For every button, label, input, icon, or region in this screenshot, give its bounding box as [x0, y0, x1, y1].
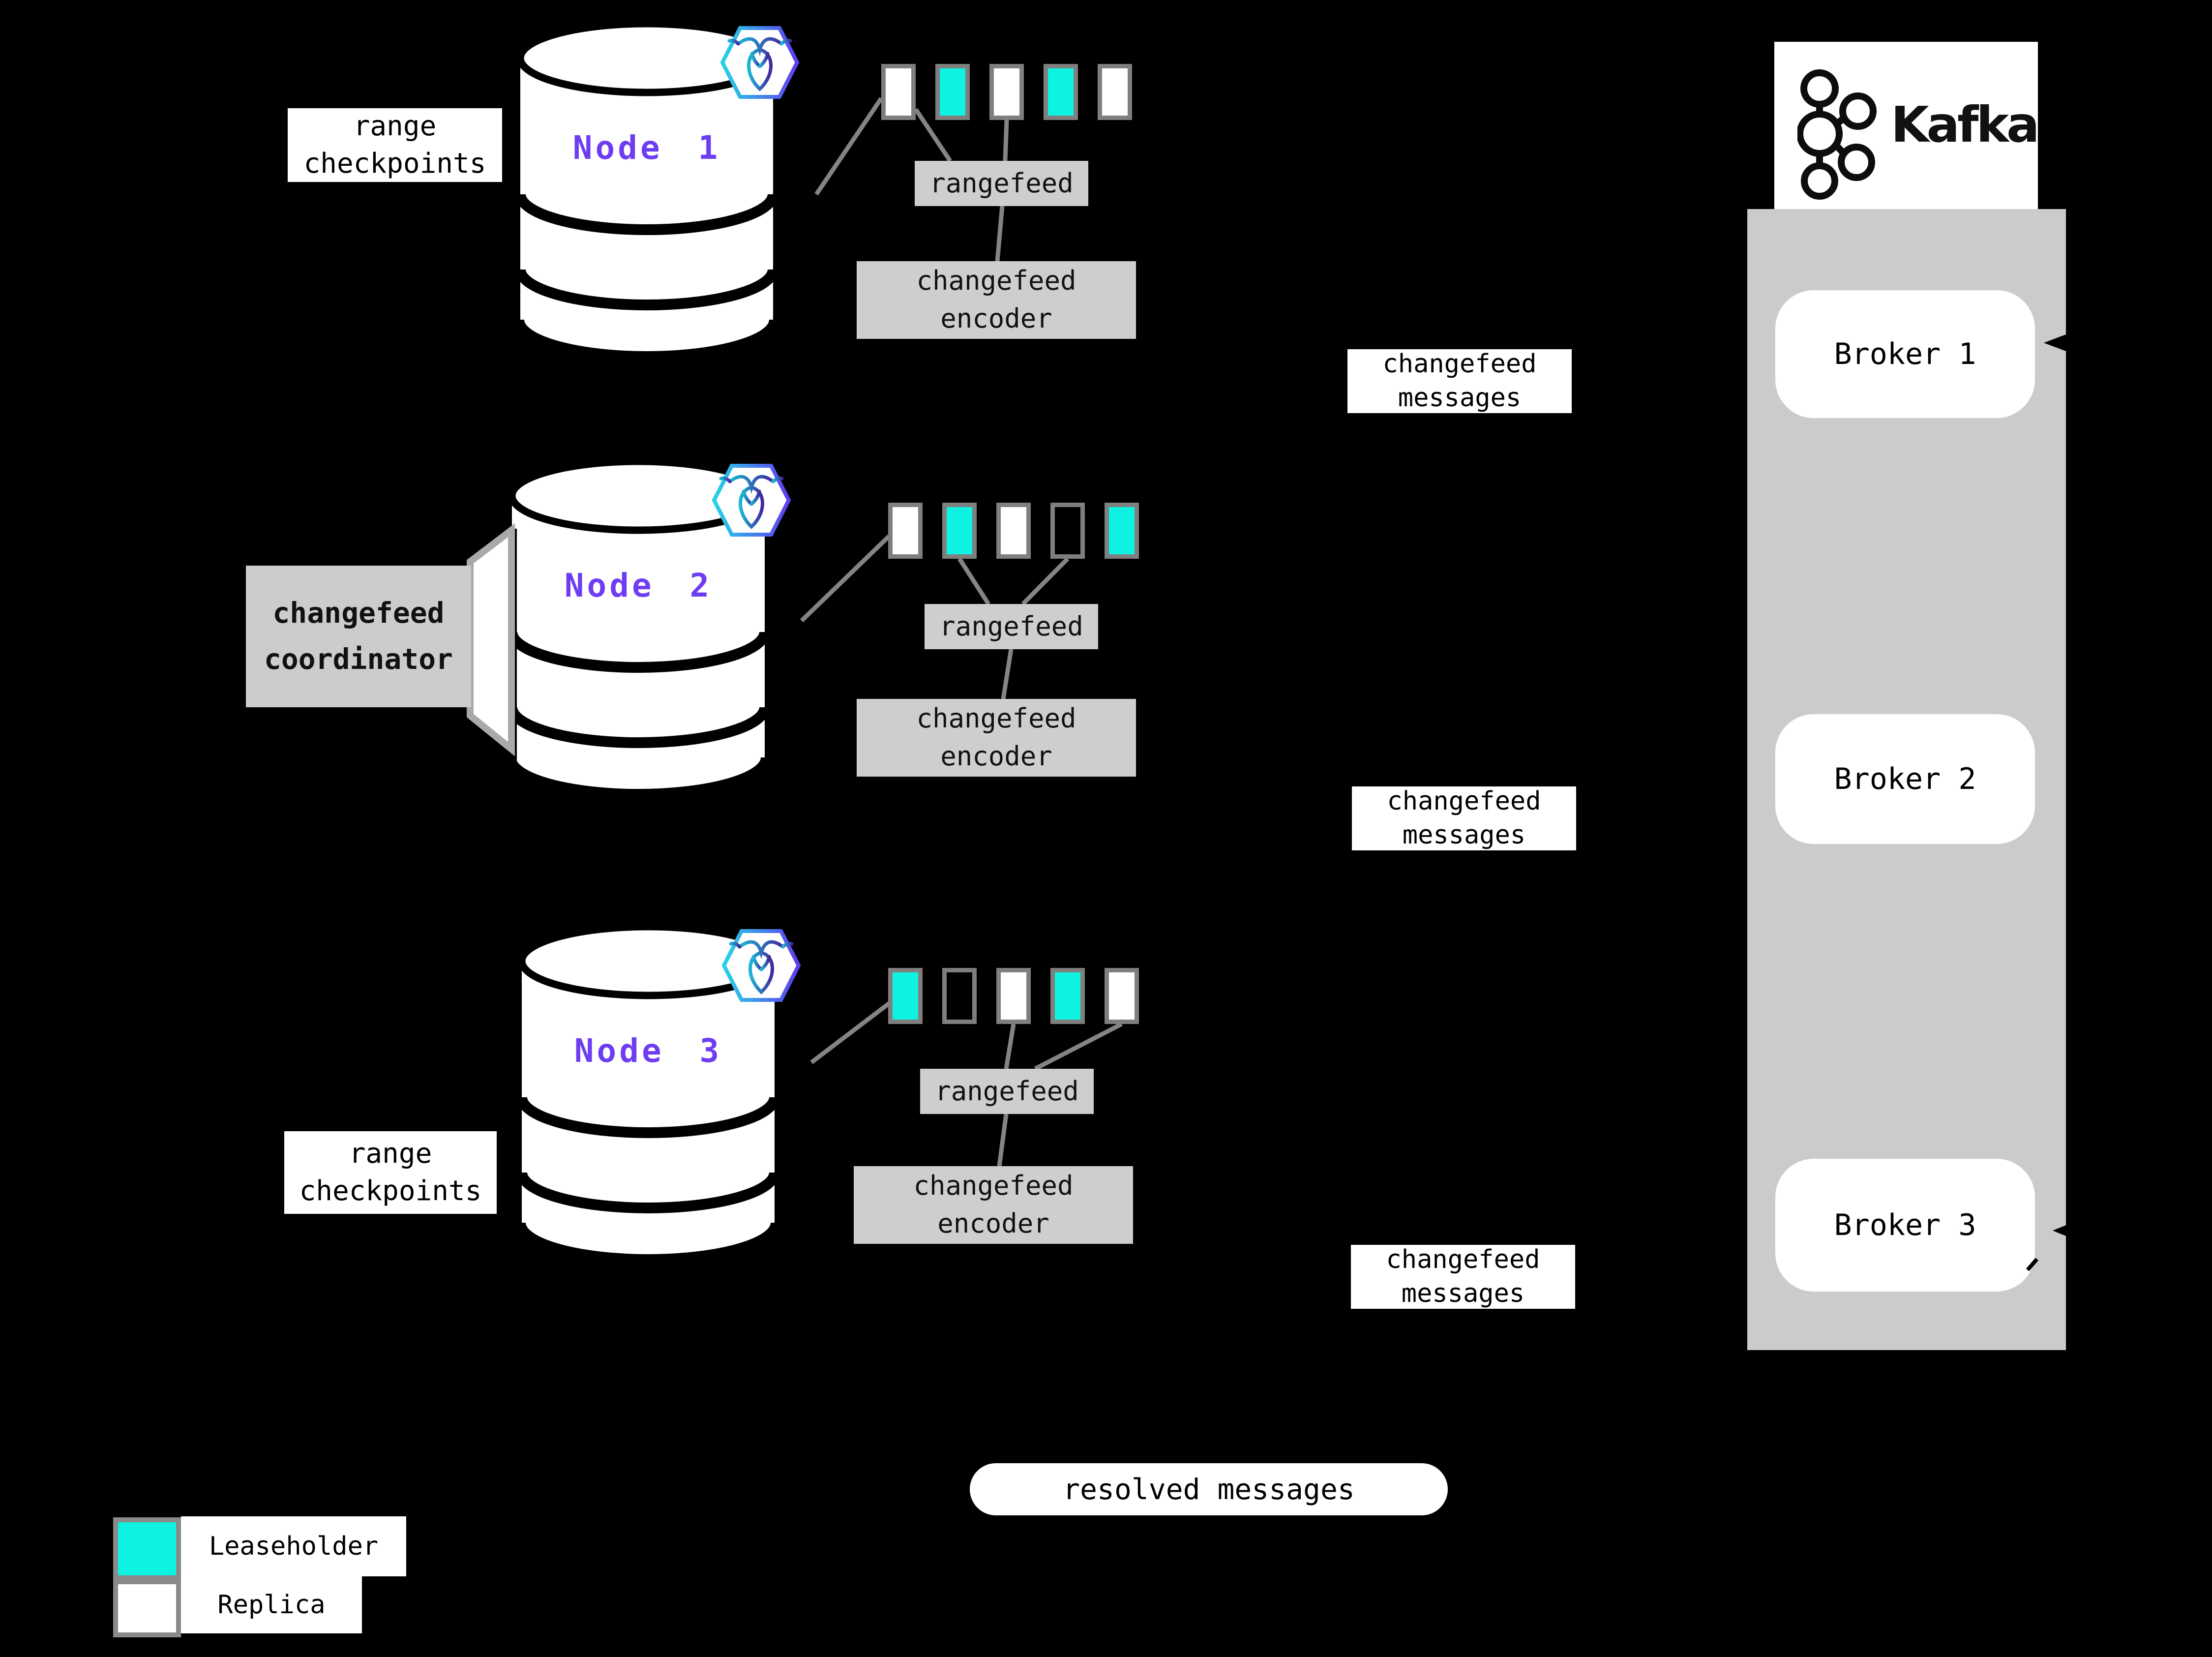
coordinator-line: coordinator [264, 642, 453, 676]
node3-range-checkpoints-label: range checkpoints [284, 1131, 497, 1214]
broker-label: Broker 2 [1834, 762, 1976, 796]
rangefeed-label: rangefeed [929, 167, 1074, 199]
range-cell [1044, 64, 1078, 120]
range-cell [989, 64, 1024, 120]
label-line: messages [1398, 383, 1522, 413]
range-cell [1050, 503, 1085, 559]
encoder-line: changefeed [916, 703, 1076, 734]
kafka-wordmark: Kafka [1891, 96, 2039, 153]
legend-label: Leaseholder [209, 1532, 379, 1561]
node2-connectors [800, 534, 1070, 699]
legend-replica-panel: Replica [181, 1576, 362, 1633]
line-fragment [2026, 1258, 2039, 1271]
kafka-broker-3: Broker 3 [1775, 1159, 2035, 1292]
node3-range-row [888, 968, 1139, 1024]
node1-changefeed-messages-label: changefeed messages [1347, 349, 1572, 413]
label-line: range [349, 1137, 432, 1170]
range-cell [1105, 503, 1139, 559]
encoder-line: encoder [940, 741, 1052, 772]
node2-rangefeed-box: rangefeed [925, 604, 1098, 649]
legend-leaseholder-panel: Leaseholder [181, 1516, 406, 1576]
range-cell [996, 968, 1031, 1024]
legend-replica-swatch [113, 1579, 181, 1637]
cockroachdb-logo-icon [720, 26, 800, 99]
range-cell [942, 503, 977, 559]
node3-changefeed-messages-label: changefeed messages [1351, 1245, 1575, 1309]
node1-range-checkpoints-label: range checkpoints [288, 108, 502, 182]
encoder-line: encoder [940, 303, 1052, 334]
node2-range-row [888, 503, 1139, 559]
broker-label: Broker 3 [1834, 1208, 1976, 1242]
range-cell [888, 503, 923, 559]
node2-changefeed-coordinator-label: changefeed coordinator [246, 566, 471, 707]
rangefeed-label: rangefeed [939, 610, 1083, 642]
range-cell [881, 64, 916, 120]
arrowhead-into-broker1-icon [2044, 334, 2066, 351]
node1-rangefeed-box: rangefeed [915, 161, 1088, 206]
label-line: messages [1402, 820, 1526, 850]
kafka-logo-icon [1797, 69, 1877, 200]
node3-name: Node 3 [574, 1032, 722, 1070]
kafka-broker-2: Broker 2 [1775, 714, 2035, 844]
broker-label: Broker 1 [1834, 337, 1976, 371]
node3-changefeed-encoder-box: changefeed encoder [854, 1166, 1133, 1244]
label-line: changefeed [1382, 349, 1537, 379]
range-cell [942, 968, 977, 1024]
node2-database-cylinder [508, 457, 769, 797]
cockroachdb-logo-icon [712, 464, 791, 537]
range-cell [1105, 968, 1139, 1024]
label-line: range [353, 110, 437, 142]
node2-changefeed-encoder-box: changefeed encoder [857, 699, 1136, 777]
label-line: messages [1401, 1279, 1525, 1308]
node2-changefeed-messages-label: changefeed messages [1352, 786, 1576, 850]
range-cell [888, 968, 923, 1024]
node1-connectors [814, 97, 1009, 262]
resolved-messages-pill: resolved messages [970, 1463, 1448, 1515]
coordinator-line: changefeed [272, 596, 445, 630]
range-cell [1098, 64, 1132, 120]
node3-connectors [810, 1001, 1123, 1167]
label-line: checkpoints [303, 148, 486, 180]
legend-label: Replica [217, 1590, 326, 1620]
kafka-broker-1: Broker 1 [1775, 290, 2035, 418]
range-cell [996, 503, 1031, 559]
node3-rangefeed-box: rangefeed [920, 1069, 1094, 1114]
resolved-label: resolved messages [1063, 1473, 1355, 1506]
coordinator-flag-panel [467, 523, 515, 756]
node1-name: Node 1 [572, 129, 721, 167]
range-cell [1050, 968, 1085, 1024]
label-line: changefeed [1386, 1245, 1540, 1275]
node2-name: Node 2 [564, 567, 713, 604]
encoder-line: encoder [937, 1208, 1049, 1239]
node1-changefeed-encoder-box: changefeed encoder [857, 261, 1136, 339]
arrowhead-into-broker3-icon [2053, 1225, 2066, 1236]
rangefeed-label: rangefeed [935, 1075, 1079, 1107]
node1-range-row [881, 64, 1132, 120]
range-cell [935, 64, 970, 120]
encoder-line: changefeed [913, 1170, 1074, 1202]
label-line: changefeed [1387, 786, 1541, 816]
cockroachdb-logo-icon [721, 929, 801, 1002]
encoder-line: changefeed [916, 265, 1076, 297]
node1-database-cylinder [516, 20, 777, 359]
coordinator-flag-shape [467, 523, 517, 763]
legend-leaseholder-swatch [113, 1517, 181, 1580]
label-line: checkpoints [299, 1175, 482, 1207]
